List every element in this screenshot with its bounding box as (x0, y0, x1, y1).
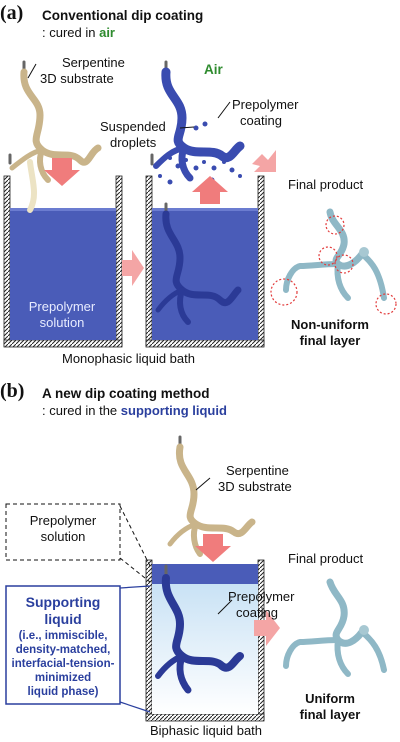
leader-lines-a (27, 63, 231, 129)
monophasic-bath-label: Monophasic liquid bath (62, 351, 195, 366)
panel-b-subtitle-supporting: supporting liquid (120, 403, 227, 418)
bath-solution-label-1: Prepolymer (28, 299, 96, 314)
result-b-2: final layer (299, 707, 361, 722)
supporting-desc-5: liquid phase) (27, 686, 99, 698)
coating-label-a-2: coating (240, 113, 282, 128)
beaker-monophasic-left (3, 175, 123, 348)
supporting-title-1: Supporting (25, 594, 101, 610)
arrow-right-a-mid (122, 250, 144, 286)
arrow-down-b (195, 534, 231, 562)
substrate-coated-blue-a (150, 60, 245, 182)
droplets-label-2: droplets (110, 135, 157, 150)
air-label: Air (204, 62, 223, 77)
arrow-up-a (192, 176, 228, 204)
final-product-label-b: Final product (288, 551, 364, 566)
supporting-desc-1: (i.e., immiscible, (18, 630, 108, 642)
prepolymer-box-label-2: solution (40, 529, 86, 544)
panel-a-subtitle: : cured in air (42, 25, 115, 41)
substrate-label-b-2: 3D substrate (218, 479, 292, 494)
supporting-liquid-box (5, 585, 121, 705)
final-product-label-a: Final product (288, 177, 364, 192)
coating-label-b-2: coating (236, 605, 278, 620)
panel-a-title: Conventional dip coating (42, 8, 204, 23)
panel-label-b: (b) (0, 380, 25, 402)
panel-b-subtitle-prefix: : cured in the (42, 403, 121, 418)
substrate-label-a-2: 3D substrate (40, 71, 114, 86)
arrow-right-b (254, 610, 280, 646)
panel-a-subtitle-prefix: : cured in (42, 25, 100, 40)
beaker-biphasic (145, 559, 265, 722)
coating-label-a-1: Prepolymer (232, 97, 299, 112)
result-b-1: Uniform (305, 691, 355, 706)
result-a-1: Non-uniform (291, 317, 369, 332)
supporting-title-2: liquid (44, 611, 82, 627)
defect-circles (270, 215, 397, 315)
substrate-coated-b (155, 564, 244, 694)
substrate-tan-b (167, 435, 256, 557)
final-product-a (283, 208, 387, 301)
prepolymer-solution-box (5, 503, 121, 561)
substrate-label-a-1: Serpentine (62, 55, 125, 70)
arrow-down-a (44, 158, 80, 186)
panel-label-a: (a) (0, 2, 24, 24)
bath-solution-label-2: solution (39, 315, 85, 330)
arrow-right-a-final (252, 150, 276, 172)
supporting-desc-3: interfacial-tension- (11, 658, 115, 670)
biphasic-bath-label: Biphasic liquid bath (150, 723, 263, 738)
panel-a-subtitle-air: air (99, 25, 115, 40)
droplets-label-1: Suspended (100, 119, 166, 134)
supporting-desc-2: density-matched, (15, 644, 111, 656)
panel-b-title: A new dip coating method (42, 386, 210, 401)
result-a-2: final layer (299, 333, 361, 348)
prepolymer-box-label-1: Prepolymer (29, 513, 97, 528)
substrate-label-b-1: Serpentine (226, 463, 289, 478)
panel-b-subtitle: : cured in the supporting liquid (42, 403, 227, 419)
substrate-submerged-a (155, 202, 242, 325)
supporting-desc-4: minimized (34, 672, 92, 684)
final-product-b (283, 578, 387, 677)
substrate-tan-a (8, 60, 102, 213)
coating-label-b-1: Prepolymer (228, 589, 295, 604)
leader-lines-b (195, 477, 233, 615)
